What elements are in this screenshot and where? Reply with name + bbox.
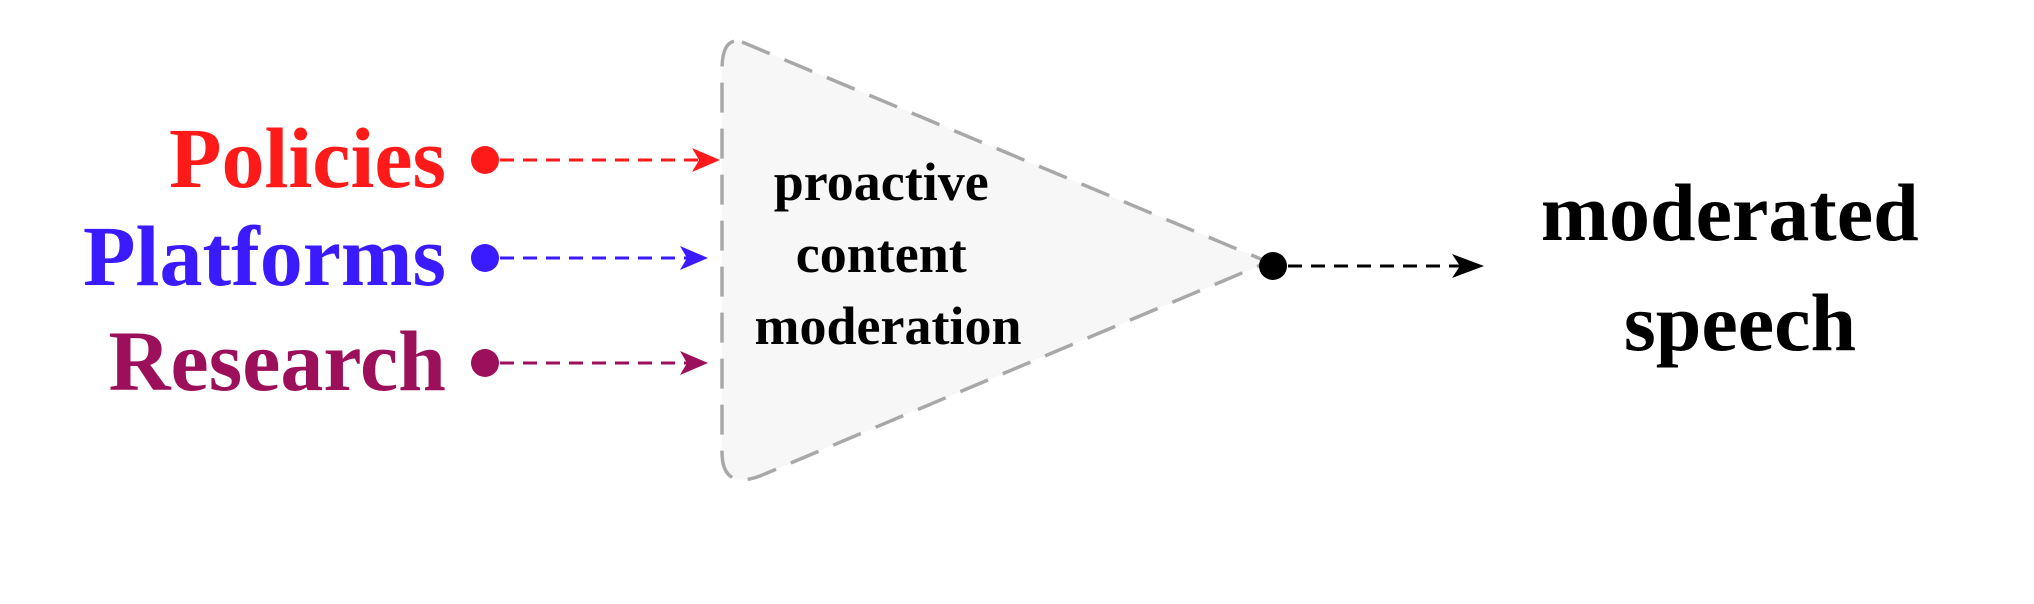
output-label-line-1: moderated [1541, 167, 1919, 258]
input-label-platforms: Platforms [83, 208, 446, 304]
process-label: proactive content moderation [755, 152, 1022, 356]
input-arrowhead-policies [692, 148, 720, 172]
input-arrowhead-platforms [680, 246, 708, 270]
input-label-research: Research [108, 313, 446, 409]
input-dot-policies [471, 146, 499, 174]
process-label-line-3: moderation [755, 296, 1022, 356]
process-triangle [720, 39, 1270, 482]
input-label-policies: Policies [169, 110, 446, 206]
output-label-line-2: speech [1624, 277, 1856, 368]
input-arrowhead-research [680, 351, 708, 375]
output-label: moderated speech [1541, 167, 1940, 368]
input-dot-research [471, 349, 499, 377]
output-arrowhead [1452, 254, 1484, 278]
output-dot [1259, 252, 1287, 280]
input-dot-platforms [471, 244, 499, 272]
process-label-line-2: content [796, 224, 967, 284]
process-label-line-1: proactive [774, 152, 989, 212]
